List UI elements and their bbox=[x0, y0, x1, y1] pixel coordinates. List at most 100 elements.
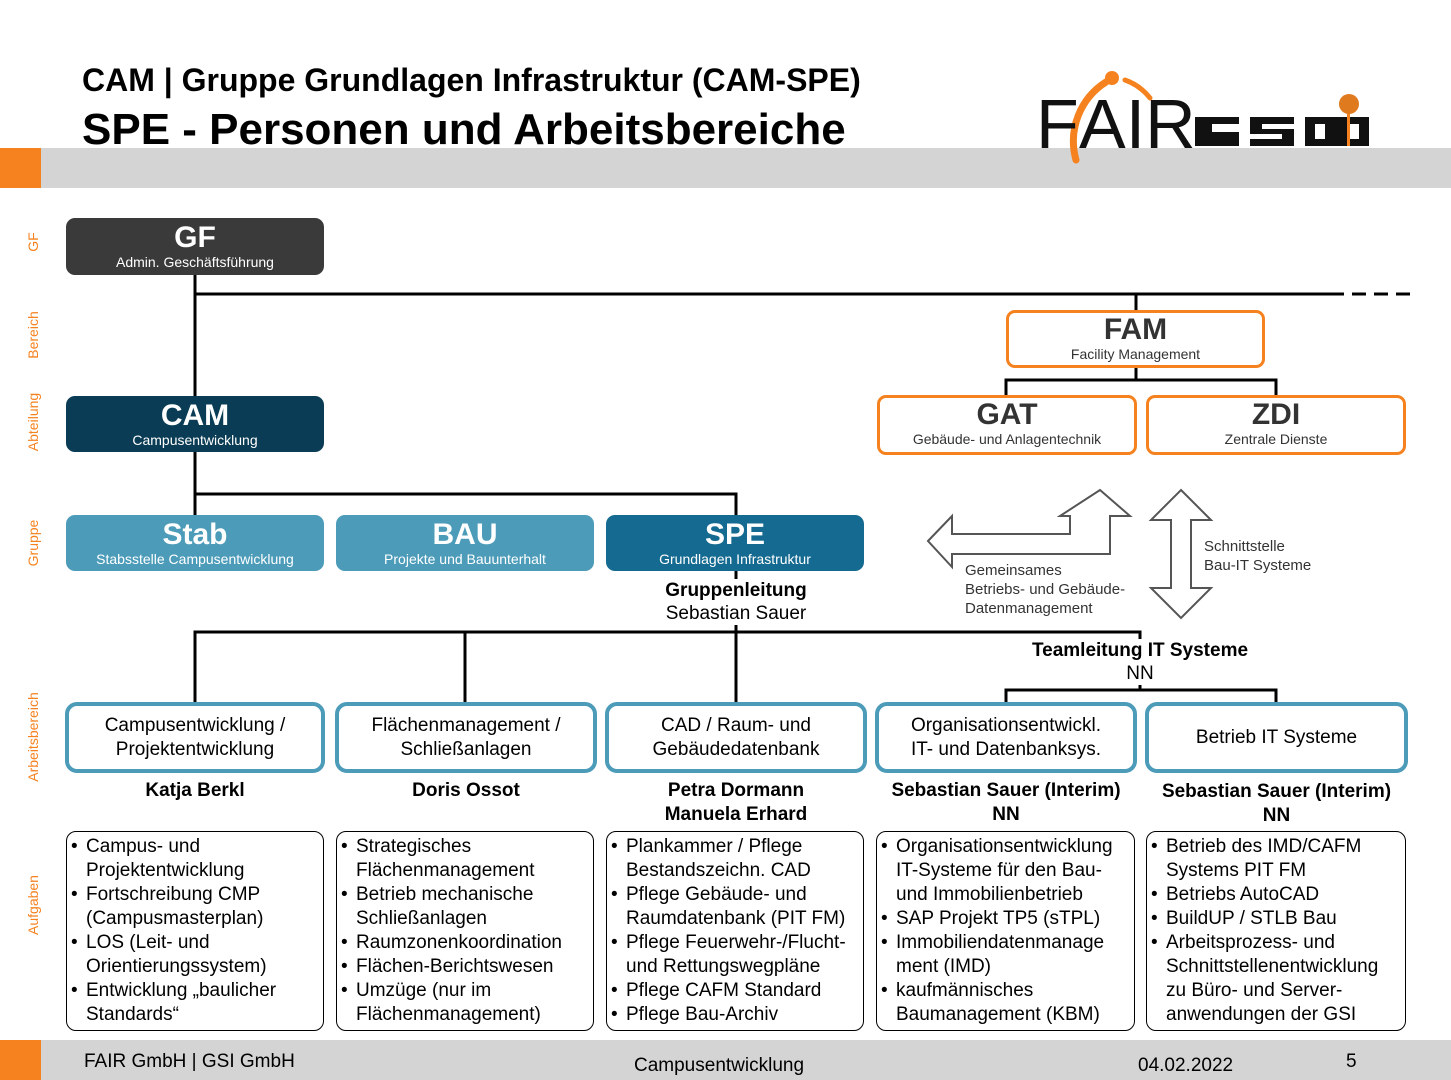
person-name: Sebastian Sauer (Interim) bbox=[1161, 781, 1392, 802]
unit-cam[interactable]: CAM Campusentwicklung bbox=[66, 396, 324, 452]
task-item: Flächen-Berichtswesen bbox=[341, 955, 589, 979]
task-list-cad: Plankammer / Pflege Bestandszeichn. CAD … bbox=[606, 831, 864, 1031]
task-item: Pflege Gebäude- und Raumdatenbank (PIT F… bbox=[611, 883, 859, 931]
task-item: Campus- und Projektentwicklung bbox=[71, 835, 319, 883]
unit-name: Grundlagen Infrastruktur bbox=[659, 551, 811, 567]
footer-company: FAIR GmbH | GSI GmbH bbox=[84, 1051, 295, 1072]
unit-abbr: BAU bbox=[432, 518, 498, 551]
task-item: kaufmännisches Baumanagement (KBM) bbox=[881, 979, 1130, 1027]
unit-name: Stabsstelle Campusentwicklung bbox=[96, 551, 294, 567]
task-item: Pflege Feuerwehr-/Flucht- und Rettungswe… bbox=[611, 931, 859, 979]
work-area-campus[interactable]: Campusentwicklung /Projektentwicklung bbox=[65, 702, 325, 773]
task-item: Betriebs AutoCAD bbox=[1151, 883, 1401, 907]
work-area-persons: Doris Ossot bbox=[335, 779, 597, 803]
note-line: Bau-IT Systeme bbox=[1204, 557, 1312, 574]
task-item: Arbeitsprozess- und Schnittstellenentwic… bbox=[1151, 931, 1401, 1027]
note-line: Gemeinsames bbox=[965, 562, 1062, 579]
work-area-title: Schließanlagen bbox=[400, 738, 532, 760]
task-item: Entwicklung „baulicher Standards“ bbox=[71, 979, 319, 1027]
unit-bau[interactable]: BAU Projekte und Bauunterhalt bbox=[336, 515, 594, 571]
work-area-title: Projektentwicklung bbox=[115, 738, 275, 760]
unit-abbr: FAM bbox=[1103, 313, 1168, 346]
unit-abbr: GAT bbox=[976, 398, 1038, 431]
work-area-title: Betrieb IT Systeme bbox=[1195, 726, 1358, 748]
unit-name: Admin. Geschäftsführung bbox=[116, 254, 274, 270]
unit-gat[interactable]: GAT Gebäude- und Anlagentechnik bbox=[877, 395, 1137, 455]
work-area-persons: Sebastian Sauer (Interim) NN bbox=[1145, 780, 1408, 828]
bau-it-interface-arrow-icon bbox=[1148, 488, 1214, 620]
task-item: Betrieb des IMD/CAFM Systems PIT FM bbox=[1151, 835, 1401, 883]
page-supertitle: CAM | Gruppe Grundlagen Infrastruktur (C… bbox=[82, 62, 861, 98]
team-lead: Teamleitung IT Systeme NN bbox=[1010, 639, 1270, 685]
work-area-flaechen[interactable]: Flächenmanagement /Schließanlagen bbox=[335, 702, 597, 773]
bau-it-interface-note: Schnittstelle Bau-IT Systeme bbox=[1204, 537, 1311, 575]
unit-name: Zentrale Dienste bbox=[1224, 431, 1328, 447]
unit-name: Projekte und Bauunterhalt bbox=[384, 551, 546, 567]
footer-date: 04.02.2022 bbox=[1138, 1055, 1234, 1076]
person-name: Katja Berkl bbox=[145, 780, 245, 801]
level-label-aufgaben: Aufgaben bbox=[25, 875, 41, 935]
task-item: LOS (Leit- und Orientierungssystem) bbox=[71, 931, 319, 979]
work-area-title: Organisationsentwickl. bbox=[910, 714, 1102, 736]
person-name: Manuela Erhard bbox=[664, 804, 808, 825]
footer-page-number: 5 bbox=[1346, 1051, 1357, 1072]
person-name: Sebastian Sauer (Interim) bbox=[891, 780, 1121, 801]
work-area-title: Flächenmanagement / bbox=[371, 714, 561, 736]
footer-accent bbox=[0, 1040, 41, 1080]
unit-abbr: ZDI bbox=[1251, 398, 1301, 431]
unit-abbr: Stab bbox=[162, 518, 228, 551]
unit-zdi[interactable]: ZDI Zentrale Dienste bbox=[1146, 395, 1406, 455]
person-name: Doris Ossot bbox=[412, 780, 520, 801]
unit-gf[interactable]: GF Admin. Geschäftsführung bbox=[66, 218, 324, 275]
level-label-gruppe: Gruppe bbox=[25, 519, 41, 567]
task-item: Betrieb mechanische Schließanlagen bbox=[341, 883, 589, 931]
team-lead-role: Teamleitung IT Systeme bbox=[1031, 640, 1249, 661]
unit-name: Gebäude- und Anlagentechnik bbox=[912, 431, 1102, 447]
task-item: Umzüge (nur im Flächenmanagement) bbox=[341, 979, 589, 1027]
task-item: Strategisches Flächenmanagement bbox=[341, 835, 589, 883]
task-list-orgdev: Organisationsentwicklung IT-Systeme für … bbox=[876, 831, 1135, 1031]
unit-stab[interactable]: Stab Stabsstelle Campusentwicklung bbox=[66, 515, 324, 571]
footer-bar bbox=[41, 1040, 1451, 1080]
unit-abbr: SPE bbox=[704, 518, 766, 551]
group-lead-name: Sebastian Sauer bbox=[665, 603, 807, 624]
work-area-title: IT- und Datenbanksys. bbox=[910, 738, 1102, 760]
person-name: Petra Dormann bbox=[667, 780, 805, 801]
team-lead-name: NN bbox=[1126, 663, 1154, 684]
level-label-abteilung: Abteilung bbox=[25, 392, 41, 452]
group-lead-role: Gruppenleitung bbox=[665, 580, 807, 601]
header-bar bbox=[41, 148, 1451, 188]
gsi-logo bbox=[1195, 94, 1369, 146]
work-area-it-betrieb[interactable]: Betrieb IT Systeme bbox=[1145, 702, 1408, 773]
task-list-campus: Campus- und Projektentwicklung Fortschre… bbox=[66, 831, 324, 1031]
header-accent bbox=[0, 148, 41, 188]
note-line: Schnittstelle bbox=[1204, 538, 1285, 555]
shared-data-arrow-icon bbox=[926, 488, 1133, 570]
unit-abbr: GF bbox=[174, 221, 216, 254]
page-title: SPE - Personen und Arbeitsbereiche bbox=[82, 105, 846, 154]
person-name: NN bbox=[1262, 805, 1291, 826]
task-list-it-betrieb: Betrieb des IMD/CAFM Systems PIT FM Betr… bbox=[1146, 831, 1406, 1031]
note-line: Betriebs- und Gebäude- bbox=[965, 581, 1126, 598]
work-area-persons: Petra Dormann Manuela Erhard bbox=[605, 779, 867, 827]
work-area-title: Campusentwicklung / bbox=[104, 714, 286, 736]
work-area-persons: Sebastian Sauer (Interim) NN bbox=[875, 779, 1137, 827]
task-item: BuildUP / STLB Bau bbox=[1151, 907, 1401, 931]
note-line: Datenmanagement bbox=[965, 600, 1093, 617]
footer-department: Campusentwicklung bbox=[634, 1055, 805, 1076]
work-area-title: CAD / Raum- und bbox=[661, 714, 811, 736]
task-item: Immobiliendatenmanage ment (IMD) bbox=[881, 931, 1130, 979]
unit-name: Campusentwicklung bbox=[132, 432, 258, 448]
task-list-flaechen: Strategisches Flächenmanagement Betrieb … bbox=[336, 831, 594, 1031]
group-lead: Gruppenleitung Sebastian Sauer bbox=[636, 579, 836, 625]
person-name: NN bbox=[992, 804, 1020, 825]
work-area-orgdev[interactable]: Organisationsentwickl.IT- und Datenbanks… bbox=[875, 702, 1137, 773]
unit-fam[interactable]: FAM Facility Management bbox=[1006, 310, 1265, 368]
unit-name: Facility Management bbox=[1070, 346, 1201, 362]
task-item: SAP Projekt TP5 (sTPL) bbox=[881, 907, 1130, 931]
level-label-arbeitsbereich: Arbeitsbereich bbox=[25, 692, 41, 782]
unit-spe[interactable]: SPE Grundlagen Infrastruktur bbox=[606, 515, 864, 571]
task-item: Pflege CAFM Standard bbox=[611, 979, 859, 1003]
task-item: Fortschreibung CMP (Campusmasterplan) bbox=[71, 883, 319, 931]
